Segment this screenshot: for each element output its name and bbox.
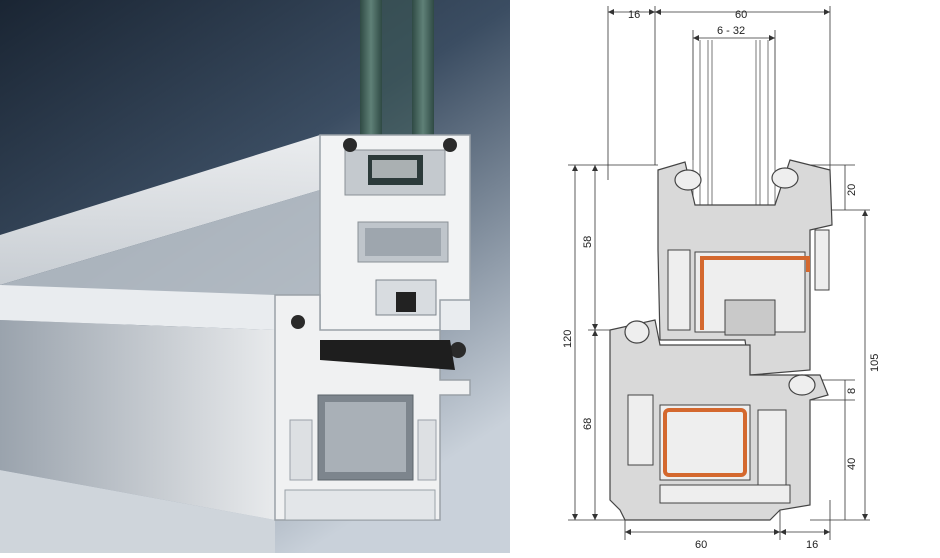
glass-pane-outer — [360, 0, 382, 165]
technical-drawing: 16 60 6 - 32 58 120 68 20 105 8 40 60 16 — [510, 0, 940, 553]
dim-top-total-width: 60 — [735, 9, 747, 21]
window-profile-3d-render-icon — [0, 0, 510, 553]
dim-top-left-width: 16 — [628, 9, 640, 21]
frame-steel-reinforcement — [663, 408, 747, 477]
dim-glass-range: 6 - 32 — [717, 25, 745, 37]
dim-height-120: 120 — [562, 330, 574, 348]
dim-bottom-width-60: 60 — [695, 539, 707, 551]
dim-height-20: 20 — [846, 184, 858, 196]
glass-pane-inner — [412, 0, 434, 165]
dim-height-8: 8 — [846, 388, 858, 394]
dim-bottom-width-16: 16 — [806, 539, 818, 551]
dim-height-105: 105 — [869, 354, 881, 372]
dim-height-40: 40 — [846, 458, 858, 470]
sash-steel-reinforcement — [700, 256, 810, 330]
dim-height-58: 58 — [582, 236, 594, 248]
dim-height-68: 68 — [582, 418, 594, 430]
profile-3d-render — [0, 0, 510, 553]
profile-section-drawing: 16 60 6 - 32 58 120 68 20 105 8 40 60 16 — [562, 6, 881, 551]
